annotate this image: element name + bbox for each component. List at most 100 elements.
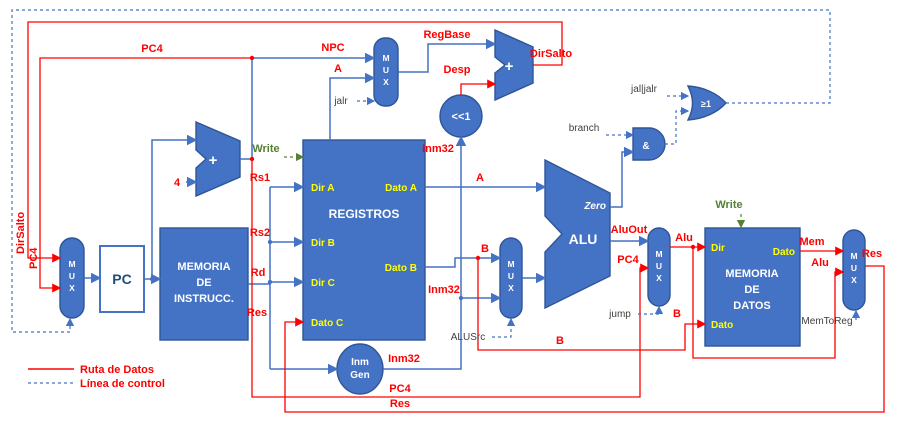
label-rd: Rd — [251, 267, 266, 279]
port-dato-b: Dato B — [385, 263, 417, 274]
pc-register-box — [99, 245, 145, 313]
label-jal-jalr: jal|jalr — [630, 84, 658, 95]
label-write-registers: Write — [252, 143, 279, 155]
mux-memtoreg-m: M — [850, 251, 857, 261]
label-a-alu: A — [476, 172, 484, 184]
mux-jalr-m: M — [382, 53, 389, 63]
pc4-adder-plus: + — [209, 152, 218, 169]
mux-jump-u: U — [656, 261, 662, 271]
label-rs1: Rs1 — [250, 172, 270, 184]
pc4-adder — [195, 120, 241, 198]
or-gate — [686, 85, 727, 121]
junction-b — [475, 255, 481, 261]
label-branch: branch — [569, 123, 600, 134]
instruction-memory-box — [159, 227, 249, 341]
label-alu-mux2: Alu — [811, 257, 829, 269]
wire-or-to-muxpc-loop — [11, 9, 831, 333]
wire-dirsalto — [27, 21, 563, 263]
mux-pc-x: X — [69, 283, 75, 293]
control-wires — [11, 9, 861, 338]
label-rs2: Rs2 — [250, 227, 270, 239]
legend-control-label: Línea de control — [80, 378, 165, 390]
label-res-out: Res — [862, 248, 882, 260]
or-gate-label: ≥1 — [701, 99, 711, 109]
label-aluout: AluOut — [611, 224, 648, 236]
wire-pc4-to-muxpc — [39, 57, 252, 293]
port-dato-c: Dato C — [311, 318, 343, 329]
branch-adder-plus: + — [505, 58, 514, 75]
wire-a-to-muxjalr — [329, 72, 376, 140]
label-pc4-left: PC4 — [28, 247, 40, 269]
and-gate — [632, 127, 666, 161]
label-a-muxjalr: A — [334, 63, 342, 75]
junction-pc4-top — [249, 55, 255, 61]
control-labels: jalr jal|jalr branch ALUSrc jump MemToRe… — [333, 84, 852, 343]
branch-target-adder — [494, 28, 534, 102]
dmem-line2: DE — [744, 284, 759, 296]
label-b-bottom: B — [556, 335, 564, 347]
port-dato-a: Dato A — [385, 183, 417, 194]
imem-line2: DE — [196, 277, 211, 289]
dmem-line1: MEMORIA — [725, 268, 778, 280]
wire-res-feedback — [284, 265, 885, 413]
label-b-mux: B — [481, 243, 489, 255]
imem-line1: MEMORIA — [177, 261, 230, 273]
mux-pc-m: M — [68, 259, 75, 269]
label-inm32-gen: Inm32 — [388, 353, 420, 365]
port-dmem-dir: Dir — [711, 243, 725, 254]
label-inm32-shl: Inm32 — [422, 143, 454, 155]
label-pc4-top: PC4 — [141, 43, 163, 55]
wire-pc-to-adder — [151, 134, 198, 279]
junction-instr-1 — [267, 239, 273, 245]
junction-instr-2 — [267, 279, 273, 285]
wire-alu-bypass — [692, 247, 845, 359]
port-dmem-dato-out: Dato — [773, 247, 795, 258]
imem-line3: INSTRUCC. — [174, 293, 234, 305]
label-alu-dir: Alu — [675, 232, 693, 244]
label-jump: jump — [608, 309, 631, 320]
label-pc4-muxjump: PC4 — [617, 254, 639, 266]
registers-title: REGISTROS — [329, 207, 400, 221]
label-alusrc: ALUSrc — [451, 332, 485, 343]
label-b-dato: B — [673, 308, 681, 320]
port-dir-a: Dir A — [311, 183, 335, 194]
shl1-label: <<1 — [452, 111, 471, 123]
label-const4: 4 — [174, 177, 181, 189]
label-res-bottom: Res — [390, 398, 410, 410]
dmem-line3: DATOS — [733, 300, 771, 312]
mux-alusrc-x: X — [508, 283, 514, 293]
mux-pc-u: U — [69, 271, 75, 281]
label-mem: Mem — [799, 236, 824, 248]
mux-jalr-u: U — [383, 65, 389, 75]
junction-pc-out — [149, 276, 155, 282]
and-gate-label: & — [642, 141, 649, 152]
label-memtoreg: MemToReg — [801, 316, 852, 327]
block-labels: PC MEMORIA DE INSTRUCC. REGISTROS Dir A … — [68, 53, 857, 381]
legend: Ruta de Datos Línea de control — [28, 364, 165, 390]
label-inm32-mux: Inm32 — [428, 284, 460, 296]
mux-jump-x: X — [656, 273, 662, 283]
label-desp: Desp — [444, 64, 471, 76]
imm-gen-block — [336, 343, 384, 395]
mux-jump-m: M — [655, 249, 662, 259]
alu-label: ALU — [569, 231, 598, 247]
wire-b-feedback — [477, 258, 707, 351]
data-wires-red — [27, 21, 885, 413]
wire-jump-control — [638, 305, 664, 315]
junction-dots — [149, 55, 696, 301]
wire-desp — [460, 79, 497, 95]
label-npc: NPC — [321, 42, 344, 54]
label-jalr: jalr — [333, 96, 348, 107]
junction-alu-bypass — [690, 244, 696, 250]
data-memory-box — [704, 227, 801, 347]
zero-label: Zero — [583, 201, 606, 212]
label-regbase: RegBase — [423, 29, 470, 41]
port-dir-c: Dir C — [311, 278, 335, 289]
immgen-line2: Gen — [350, 370, 369, 381]
label-pc4-bottom: PC4 — [389, 383, 411, 395]
data-wires-blue — [84, 38, 650, 375]
pc-label: PC — [112, 271, 131, 287]
blocks — [59, 28, 866, 395]
